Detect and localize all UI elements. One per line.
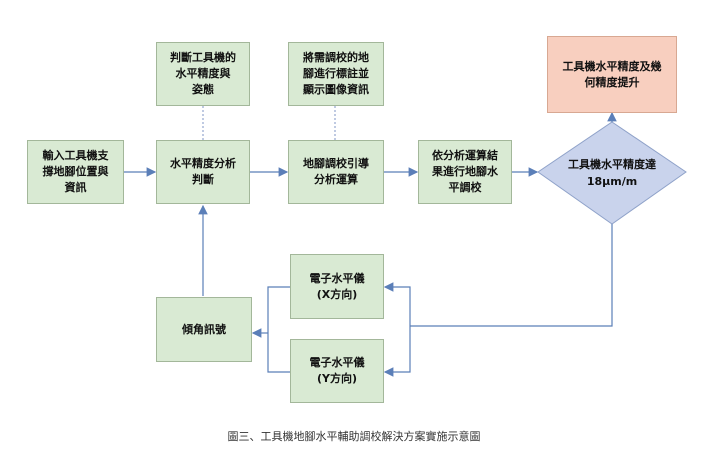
- input-label: 輸入工具機支 撐地腳位置與 資訊: [42, 149, 109, 194]
- result-box: 工具機水平精度及幾 何精度提升: [547, 36, 677, 113]
- level-x-label: 電子水平儀 (X方向): [309, 271, 365, 301]
- arrow-to-level-y: [383, 326, 411, 377]
- analysis-box: 水平精度分析 判斷: [156, 140, 250, 204]
- figure-caption: 圖三、工具機地腳水平輔助調校解決方案實施示意圖: [227, 430, 481, 443]
- mark-display-label: 將需調校的地 腳進行標註並 顯示圖像資訊: [303, 51, 369, 96]
- tilt-label: 傾角訊號: [182, 322, 226, 336]
- line-from-level-y: [267, 333, 290, 373]
- mark-display-box: 將需調校的地 腳進行標註並 顯示圖像資訊: [288, 42, 384, 106]
- judge-posture-box: 判斷工具機的 水平精度與 姿態: [156, 42, 250, 106]
- adjust-box: 依分析運算結 果進行地腳水 平調校: [418, 140, 512, 204]
- decision-label: 工具機水平精度達 18μm/m: [568, 158, 656, 188]
- arrow-to-level-x: [383, 282, 411, 326]
- input-box: 輸入工具機支 撐地腳位置與 資訊: [27, 140, 124, 204]
- adjust-label: 依分析運算結 果進行地腳水 平調校: [432, 149, 498, 194]
- judge-posture-label: 判斷工具機的 水平精度與 姿態: [170, 51, 236, 96]
- guide-label: 地腳調校引導 分析運算: [303, 157, 369, 186]
- analysis-label: 水平精度分析 判斷: [170, 157, 236, 186]
- line-from-level-x: [267, 286, 290, 333]
- feedback-line-decision: [410, 224, 613, 327]
- guide-box: 地腳調校引導 分析運算: [288, 140, 384, 204]
- level-y-label: 電子水平儀 (Y方向): [309, 356, 365, 385]
- result-label: 工具機水平精度及幾 何精度提升: [562, 59, 662, 89]
- tilt-box: 傾角訊號: [156, 297, 252, 362]
- level-x-box: 電子水平儀 (X方向): [290, 254, 384, 319]
- level-y-box: 電子水平儀 (Y方向): [290, 339, 384, 403]
